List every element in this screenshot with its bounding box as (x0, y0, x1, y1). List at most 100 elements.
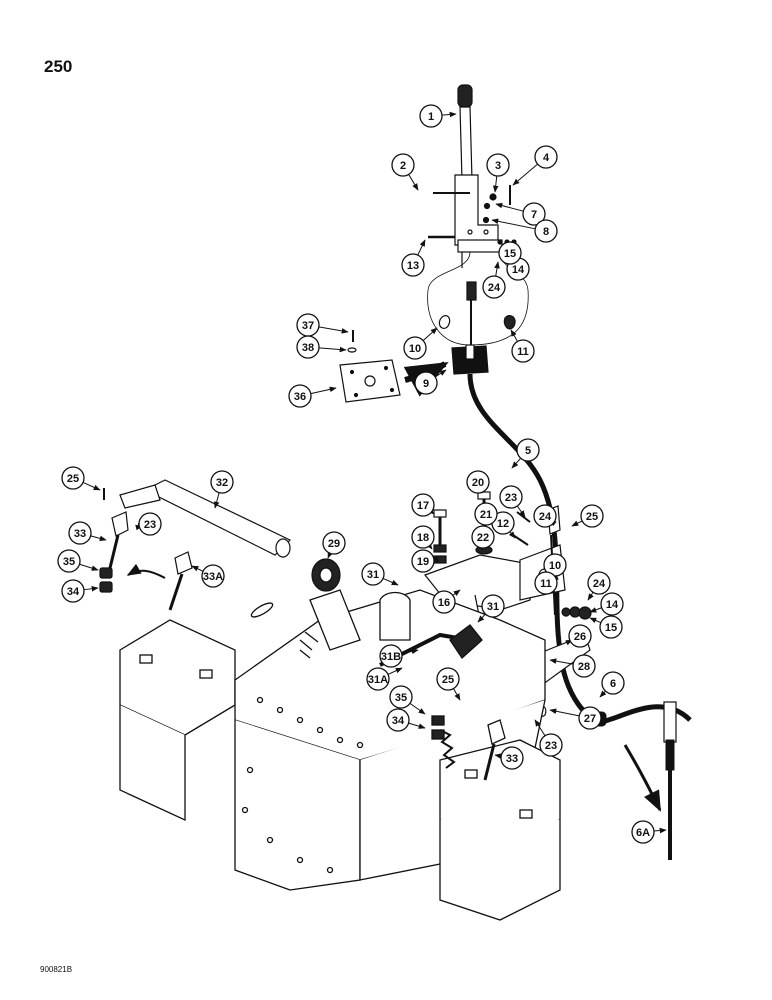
leader-line (422, 327, 438, 341)
callout-label: 31 (487, 601, 499, 613)
callout-label: 34 (392, 715, 405, 727)
callout-label: 9 (423, 378, 429, 390)
shift-cable-drawing (467, 373, 692, 860)
callout-circle (414, 371, 438, 395)
leader-line (318, 326, 349, 334)
callout-circle (471, 525, 495, 549)
callout-circle (580, 504, 604, 528)
callout-label: 24 (488, 282, 501, 294)
callout-31-fitting: 31 (477, 594, 505, 623)
callout-label: 18 (417, 532, 429, 544)
callout-circle (411, 493, 435, 517)
callout-circle (486, 153, 510, 177)
callout-label: 10 (549, 560, 561, 572)
callout-circle (288, 384, 312, 408)
leader-line (83, 585, 99, 592)
callout-circle (432, 590, 456, 614)
callout-7-bolt: 7 (495, 202, 546, 226)
callout-3-washer: 3 (486, 153, 510, 193)
callout-36-cover-plate: 36 (288, 384, 337, 408)
callout-19-nut: 19 (411, 549, 439, 573)
callout-23-pin: 23 (499, 485, 526, 518)
callout-25-cotter-pin: 25 (436, 667, 461, 701)
callout-circle (296, 335, 320, 359)
callout-label: 5 (525, 445, 531, 457)
leader-line (387, 667, 403, 675)
callout-label: 29 (328, 538, 340, 550)
callout-label: 31A (368, 674, 388, 686)
callout-9-boot-plate: 9 (414, 369, 447, 395)
leader-line (491, 218, 536, 230)
callout-circle (587, 571, 611, 595)
callout-circle (138, 512, 162, 536)
callout-label: 14 (512, 264, 525, 276)
callout-label: 13 (407, 260, 419, 272)
callout-label: 8 (543, 226, 549, 238)
drawing-code: 900821B (40, 965, 73, 974)
callout-label: 22 (477, 532, 489, 544)
leader-line (408, 722, 426, 729)
leader-line (587, 591, 594, 601)
leader-line (549, 658, 574, 665)
callout-label: 2 (400, 160, 406, 172)
callout-20-bolt: 20 (466, 470, 490, 494)
callout-33-clevis-rod: 33 (68, 521, 107, 545)
callout-circle (411, 549, 435, 573)
callout-circle (322, 531, 346, 555)
callout-27-bolt: 27 (549, 706, 602, 730)
callout-label: 33 (506, 753, 518, 765)
callout-circle (534, 145, 558, 169)
callout-label: 33A (203, 571, 223, 583)
callout-21-washer: 21 (474, 502, 498, 531)
callout-circle (516, 438, 540, 462)
callout-circle (366, 667, 390, 691)
callout-1-gear-shift-lever: 1 (419, 104, 457, 128)
callout-label: 35 (63, 556, 75, 568)
callout-circle (578, 706, 602, 730)
callout-29-bushing: 29 (322, 531, 346, 559)
callout-circle (631, 820, 655, 844)
callout-circle (389, 685, 413, 709)
leader-line (401, 648, 419, 655)
callout-circle (601, 671, 625, 695)
callout-circle (572, 654, 596, 678)
callout-label: 37 (302, 320, 314, 332)
callout-24-clevis: 24 (533, 504, 557, 528)
cover-plate-drawing (339, 330, 449, 403)
callout-8-nut: 8 (491, 218, 558, 243)
callout-label: 10 (409, 343, 421, 355)
leader-line (79, 563, 99, 571)
callout-22-spacer: 22 (471, 525, 495, 551)
callout-31A-fitting: 31A (366, 667, 403, 691)
callout-circle (411, 525, 435, 549)
callout-label: 21 (480, 509, 492, 521)
callout-31-fitting: 31 (361, 562, 399, 586)
leader-line (571, 520, 583, 527)
callout-2-pivot-bolt: 2 (391, 153, 419, 191)
callout-26-lever-arm: 26 (565, 624, 592, 648)
callout-circle (568, 624, 592, 648)
callout-23-pin: 23 (135, 512, 162, 536)
callout-13-bolt: 13 (401, 239, 426, 277)
callout-label: 14 (606, 599, 619, 611)
callout-label: 17 (417, 500, 429, 512)
callout-label: 11 (540, 578, 552, 590)
callout-6A-cable-end-detail: 6A (631, 820, 667, 844)
leader-line (510, 329, 518, 342)
callout-circle (379, 644, 403, 668)
callout-circle (436, 667, 460, 691)
callout-38-washer: 38 (296, 335, 347, 359)
leader-line (213, 492, 220, 509)
callout-label: 15 (504, 248, 516, 260)
callout-circle (534, 571, 558, 595)
callout-label: 34 (67, 586, 80, 598)
leader-line (409, 702, 426, 715)
callout-circle (61, 466, 85, 490)
callout-circle (403, 336, 427, 360)
leader-line (495, 202, 524, 212)
callout-label: 24 (539, 511, 552, 523)
callout-circle (401, 253, 425, 277)
callout-label: 1 (428, 111, 434, 123)
page-number: 250 (44, 57, 73, 76)
